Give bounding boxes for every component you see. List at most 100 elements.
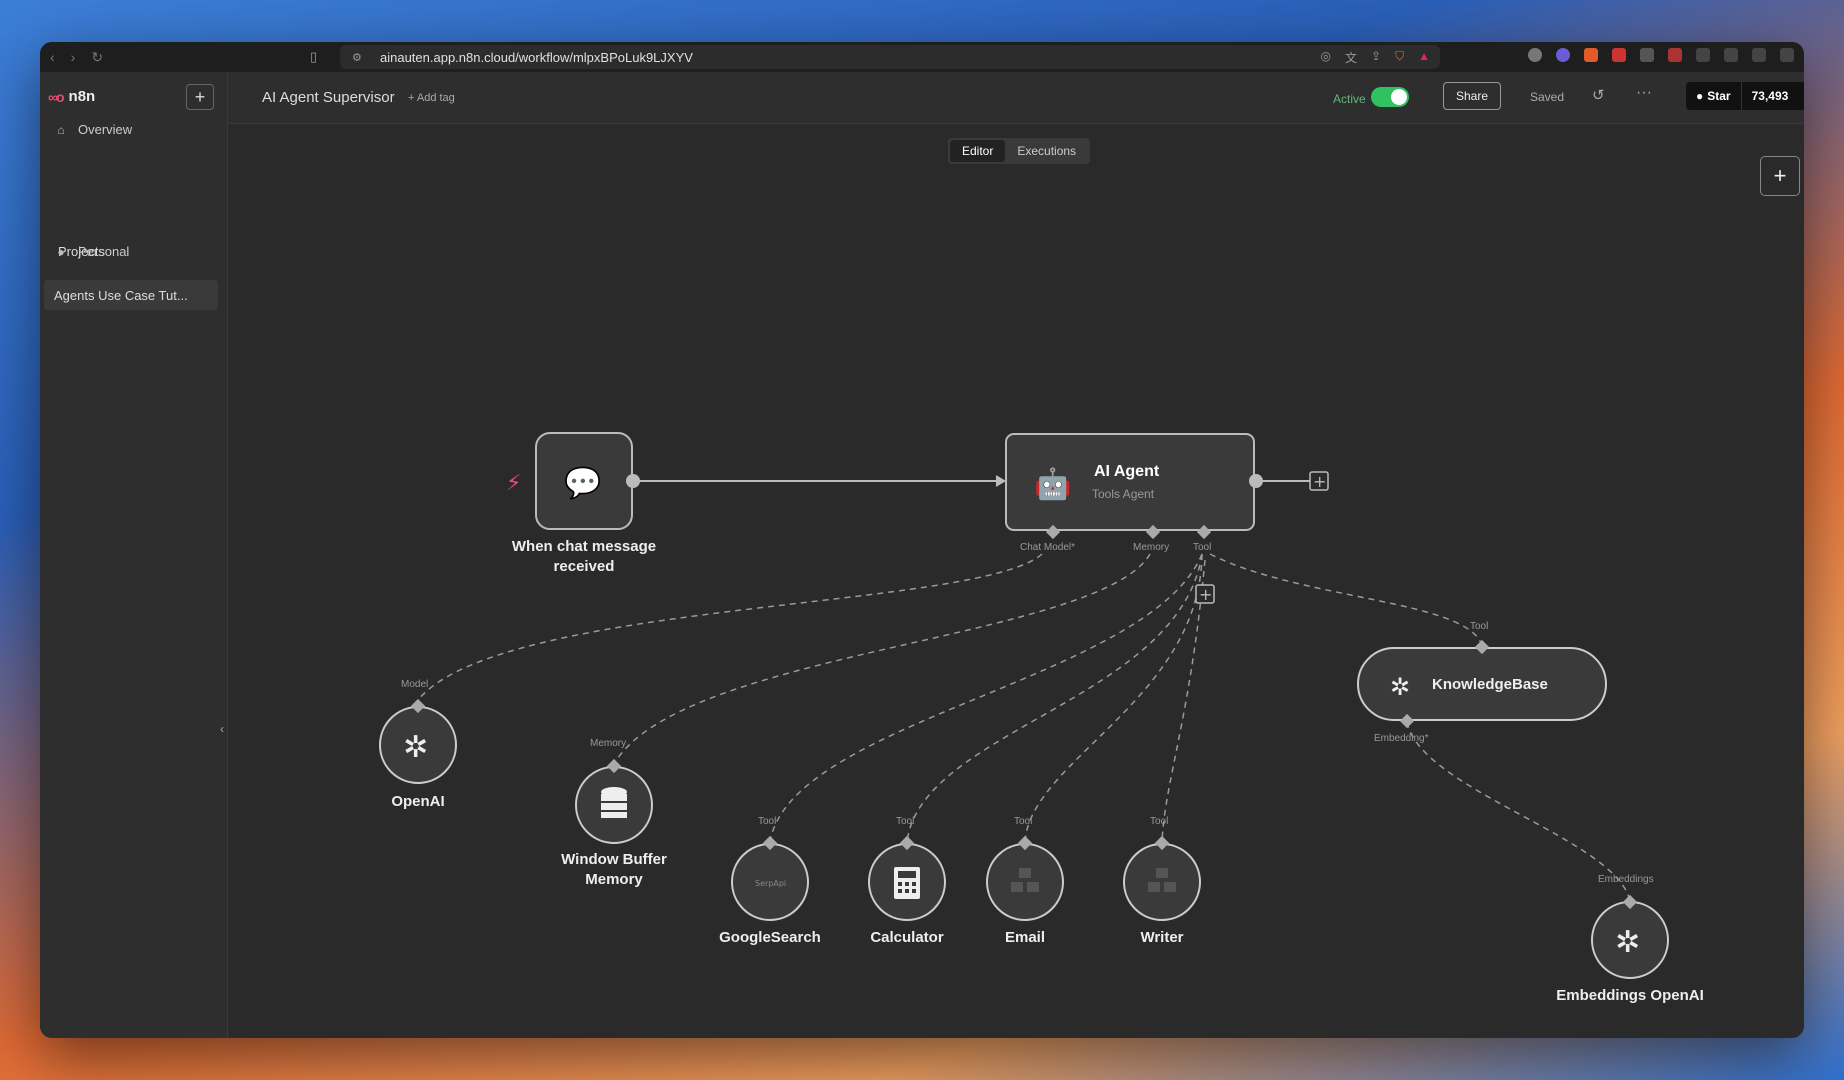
github-icon: ● <box>1696 89 1704 103</box>
extension-icon[interactable] <box>1556 48 1570 62</box>
svg-text:+: + <box>1313 472 1326 491</box>
output-port <box>626 474 640 488</box>
port-label-embedding: Embedding* <box>1374 733 1429 744</box>
view-tabs: Editor Executions <box>948 138 1091 164</box>
workflow-tool-icon <box>1011 868 1039 892</box>
connection-tool-kb <box>1209 553 1483 647</box>
sidebar-item-project[interactable]: Agents Use Case Tut... <box>44 280 218 310</box>
history-icon[interactable]: ↺ <box>1592 87 1605 104</box>
forward-icon[interactable]: › <box>70 48 76 65</box>
port-tool <box>1196 524 1212 540</box>
extension-icon[interactable] <box>1668 48 1682 62</box>
knowledgebase-node-label: KnowledgeBase <box>1432 676 1548 693</box>
tab-editor[interactable]: Editor <box>950 140 1006 162</box>
connection-tool-calc <box>906 553 1203 843</box>
sidebar-item-personal[interactable]: ● Personal <box>54 244 129 259</box>
chat-icon: 💬 <box>564 465 601 501</box>
create-new-button[interactable]: + <box>186 84 214 110</box>
add-tag-link[interactable]: + Add tag <box>408 92 455 104</box>
port-label-tool: Tool <box>896 816 915 827</box>
brave-rewards-icon[interactable]: ▲ <box>1418 49 1430 63</box>
port-label-tool: Tool <box>1014 816 1033 827</box>
browser-toolbar: ‹ › ↻ ▯ ⚙ ainauten.app.n8n.cloud/workflo… <box>40 42 1804 72</box>
n8n-logo[interactable]: ∞o n8n <box>48 88 95 105</box>
menu-icon[interactable] <box>1780 48 1794 62</box>
connection-tool-email <box>1024 553 1203 843</box>
sidebar: ∞o n8n + ⌂ Overview Projects ● Personal … <box>40 72 228 1038</box>
more-options-icon[interactable]: ··· <box>1636 84 1652 101</box>
writer-node-label: Writer <box>1140 929 1184 946</box>
puzzle-icon[interactable] <box>1696 48 1710 62</box>
active-toggle[interactable] <box>1371 87 1409 107</box>
googlesearch-node-label: GoogleSearch <box>719 929 821 946</box>
extension-icon[interactable] <box>1640 48 1654 62</box>
translate-icon[interactable]: 文 <box>1345 51 1358 65</box>
address-bar[interactable]: ▯ ⚙ ainauten.app.n8n.cloud/workflow/mlpx… <box>310 45 1440 69</box>
extension-icon[interactable] <box>1612 48 1626 62</box>
n8n-logo-icon: ∞o <box>48 88 64 105</box>
port-label-memory: Memory <box>590 738 627 749</box>
extension-icons <box>1528 48 1794 62</box>
port-label-tool: Tool <box>1470 621 1489 632</box>
input-port <box>1622 894 1638 910</box>
port-label-tool: Tool <box>1150 816 1169 827</box>
sidebar-toggle-icon[interactable] <box>1724 48 1738 62</box>
brave-shield-icon[interactable]: ⛉ <box>1395 49 1405 63</box>
workflow-header: AI Agent Supervisor + Add tag Active Sha… <box>228 72 1804 124</box>
connection-memory <box>613 553 1151 765</box>
calculator-icon <box>894 867 920 899</box>
port-label-model: Model <box>401 679 429 690</box>
sidebar-item-overview[interactable]: ⌂ Overview <box>54 122 132 137</box>
workflow-title[interactable]: AI Agent Supervisor <box>262 89 395 106</box>
tab-executions[interactable]: Executions <box>1017 144 1077 158</box>
github-star-button[interactable]: ● Star 73,493 <box>1686 82 1804 110</box>
port-memory <box>1145 524 1161 540</box>
logo-text: n8n <box>68 88 96 105</box>
user-icon: ● <box>57 244 65 259</box>
output-port <box>1249 474 1263 488</box>
port-label-chat-model: Chat Model* <box>1020 542 1076 553</box>
database-icon <box>601 787 627 818</box>
extension-icon[interactable] <box>1528 48 1542 62</box>
input-port <box>606 758 622 774</box>
openai-icon: ✲ <box>403 730 428 765</box>
wallet-icon[interactable] <box>1752 48 1766 62</box>
saved-status: Saved <box>1530 90 1565 104</box>
connection-model <box>417 553 1043 701</box>
browser-nav: ‹ › ↻ <box>50 49 103 66</box>
reload-icon[interactable]: ↻ <box>91 48 104 65</box>
ai-agent-title: AI Agent <box>1094 463 1160 480</box>
share-button[interactable]: Share <box>1443 82 1501 110</box>
bookmark-icon[interactable]: ▯ <box>310 49 318 64</box>
add-connection-button <box>1309 471 1329 491</box>
projects-heading: Projects <box>58 244 105 259</box>
openai-node-label: OpenAI <box>391 793 445 810</box>
input-port <box>1154 835 1170 851</box>
collapse-sidebar-icon[interactable]: ‹ <box>220 722 224 736</box>
tracking-icon[interactable]: ◎ <box>1320 49 1332 63</box>
back-icon[interactable]: ‹ <box>50 48 55 65</box>
url-actions: ◎ 文 ⇪ ⛉ ▲ <box>1321 49 1430 66</box>
add-tool-button <box>1195 584 1215 604</box>
connection-tool-writer <box>1161 559 1206 843</box>
email-node-label: Email <box>1004 929 1046 946</box>
extension-icon[interactable] <box>1584 48 1598 62</box>
input-port <box>1017 835 1033 851</box>
lightning-icon: ⚡ <box>506 471 521 496</box>
site-settings-icon[interactable]: ⚙ <box>352 51 362 64</box>
connection-embedding <box>1406 721 1631 903</box>
openai-icon: ✲ <box>1615 925 1640 960</box>
share-page-icon[interactable]: ⇪ <box>1371 49 1382 63</box>
serpapi-logo: SerpApi <box>755 879 786 888</box>
svg-text:+: + <box>1199 585 1212 604</box>
arrowhead <box>996 475 1006 487</box>
add-node-button[interactable]: + <box>1760 156 1800 196</box>
input-port <box>899 835 915 851</box>
calculator-node-label: Calculator <box>870 929 944 946</box>
connection-tool-search <box>769 553 1203 843</box>
port-label-embeddings: Embeddings <box>1598 874 1654 885</box>
star-label: Star <box>1707 89 1731 103</box>
port-embedding <box>1399 713 1415 729</box>
sidebar-item-label: Overview <box>78 122 133 137</box>
